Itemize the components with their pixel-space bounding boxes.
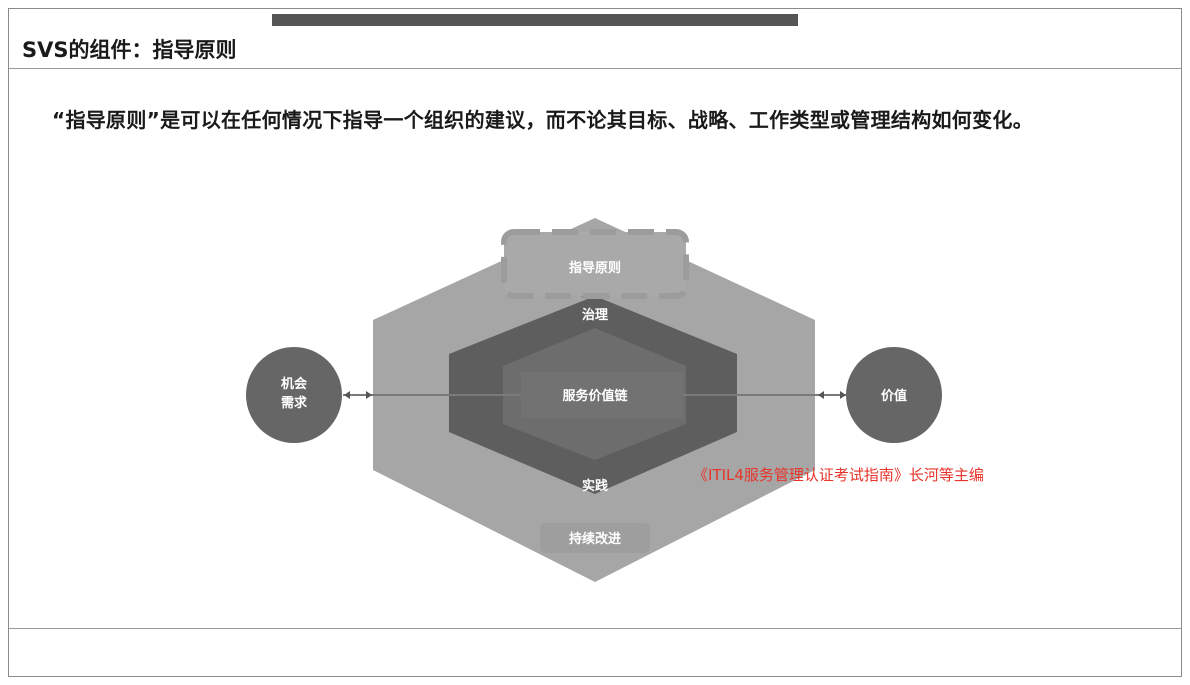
top-decorative-bar <box>272 14 798 26</box>
slide-title: SVS的组件：指导原则 <box>22 38 237 62</box>
source-citation: 《ITIL4服务管理认证考试指南》长河等主编 <box>693 466 984 484</box>
input-arrowheads <box>344 391 372 399</box>
value-circle <box>846 347 942 443</box>
bottom-divider <box>9 628 1181 629</box>
definition-statement: “指导原则”是可以在任何情况下指导一个组织的建议，而不论其目标、战略、工作类型或… <box>52 108 1033 132</box>
continual-improvement-label: 持续改进 <box>569 531 621 547</box>
title-divider <box>9 68 1181 69</box>
guiding-principles-dashed-frame <box>501 229 689 299</box>
value-chain-band <box>521 372 683 418</box>
opportunity-demand-circle <box>246 347 342 443</box>
practices-label: 实践 <box>582 478 608 494</box>
demand-label: 需求 <box>281 395 308 411</box>
continual-improvement-band <box>540 523 650 553</box>
slide-frame <box>8 8 1182 677</box>
guiding-principles-box <box>504 232 686 296</box>
value-label: 价值 <box>881 388 907 404</box>
guiding-principles-label: 指导原则 <box>569 260 621 276</box>
opportunity-label: 机会 <box>281 376 308 392</box>
output-arrowheads <box>818 391 846 399</box>
governance-label: 治理 <box>582 307 608 323</box>
value-chain-label: 服务价值链 <box>562 388 628 404</box>
